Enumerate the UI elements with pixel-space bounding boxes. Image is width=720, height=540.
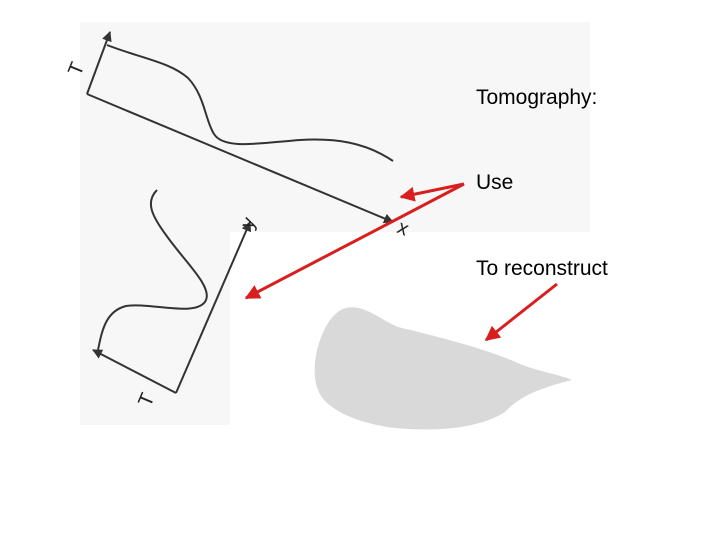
reconstructed-object-shape xyxy=(315,307,572,429)
use-label: Use xyxy=(476,171,513,195)
reconstruct-label: To reconstruct xyxy=(476,257,608,281)
tomography-label: Tomography: xyxy=(476,86,597,110)
reconstruct-arrow xyxy=(486,284,557,340)
